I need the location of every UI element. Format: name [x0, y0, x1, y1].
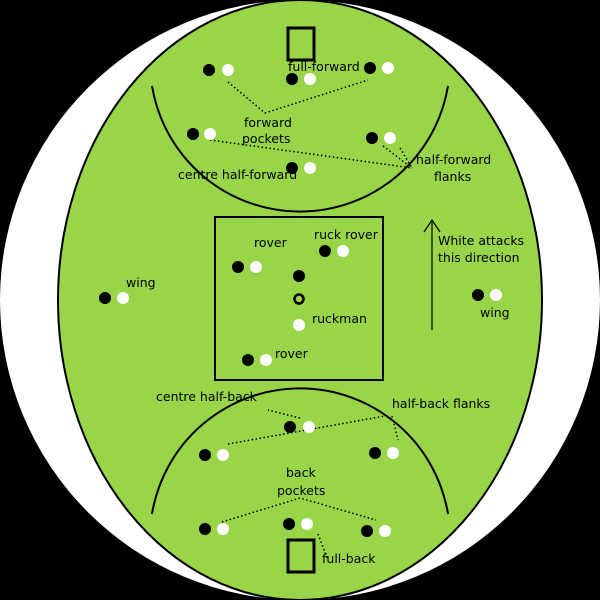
- centre-half-back-leader: [267, 409, 301, 419]
- label-forward-pockets-line2: pockets: [242, 131, 290, 146]
- player-white: [222, 64, 234, 76]
- player-white: [337, 245, 349, 257]
- player-white: [217, 523, 229, 535]
- centre-square: [214, 216, 384, 381]
- player-white: [250, 261, 262, 273]
- label-back-pockets-line1: back: [286, 465, 316, 480]
- player-black: [366, 132, 378, 144]
- label-half-back-flanks: half-back flanks: [392, 396, 490, 411]
- player-black: [286, 162, 298, 174]
- player-white: [304, 73, 316, 85]
- ball: [293, 293, 305, 305]
- player-black: [319, 245, 331, 257]
- player-white: [304, 162, 316, 174]
- player-black: [203, 64, 215, 76]
- player-white: [382, 62, 394, 74]
- player-black: [361, 525, 373, 537]
- player-white: [301, 518, 313, 530]
- player-black: [293, 270, 305, 282]
- label-forward-pockets-line1: forward: [244, 115, 292, 130]
- player-white: [379, 525, 391, 537]
- player-white: [204, 128, 216, 140]
- position-labels: full-forward forward pockets half-forwar…: [126, 59, 524, 566]
- player-black: [286, 73, 298, 85]
- label-rover-top: rover: [254, 235, 288, 250]
- back-goal-square: [286, 538, 316, 574]
- player-black: [364, 62, 376, 74]
- player-white: [117, 292, 129, 304]
- player-white: [260, 354, 272, 366]
- label-wing-left: wing: [126, 275, 156, 290]
- player-white: [217, 449, 229, 461]
- player-black: [99, 292, 111, 304]
- player-black: [187, 128, 199, 140]
- player-black: [199, 449, 211, 461]
- label-centre-half-forward: centre half-forward: [178, 167, 297, 182]
- label-centre-half-back: centre half-back: [156, 389, 258, 404]
- label-ruckman: ruckman: [312, 311, 367, 326]
- forward-pockets-leader: [227, 79, 369, 114]
- label-direction-line1: White attacks: [438, 233, 524, 248]
- player-black: [472, 289, 484, 301]
- label-back-pockets-line2: pockets: [277, 483, 325, 498]
- player-black: [283, 518, 295, 530]
- player-white: [387, 447, 399, 459]
- player-white: [293, 319, 305, 331]
- player-white: [490, 289, 502, 301]
- players: [99, 62, 502, 537]
- player-black: [199, 523, 211, 535]
- leader-lines: [209, 79, 413, 561]
- player-black: [232, 261, 244, 273]
- label-rover-bottom: rover: [275, 346, 309, 361]
- player-black: [242, 354, 254, 366]
- direction-arrow-head: [423, 218, 441, 233]
- label-full-forward: full-forward: [288, 59, 360, 74]
- label-wing-right: wing: [480, 305, 510, 320]
- half-back-flanks-leader: [227, 415, 399, 445]
- label-full-back: full-back: [322, 551, 376, 566]
- label-direction-line2: this direction: [438, 250, 520, 265]
- label-half-forward-flanks-line2: flanks: [434, 169, 471, 184]
- player-black: [284, 421, 296, 433]
- forward-goal-square: [286, 26, 316, 62]
- full-back-leader: [317, 533, 329, 561]
- player-white: [303, 421, 315, 433]
- player-black: [369, 447, 381, 459]
- player-white: [384, 132, 396, 144]
- label-ruck-rover: ruck rover: [314, 227, 379, 242]
- label-half-forward-flanks-line1: half-forward: [416, 152, 491, 167]
- back-50-arc: [151, 387, 449, 515]
- forward-50-arc: [151, 85, 449, 213]
